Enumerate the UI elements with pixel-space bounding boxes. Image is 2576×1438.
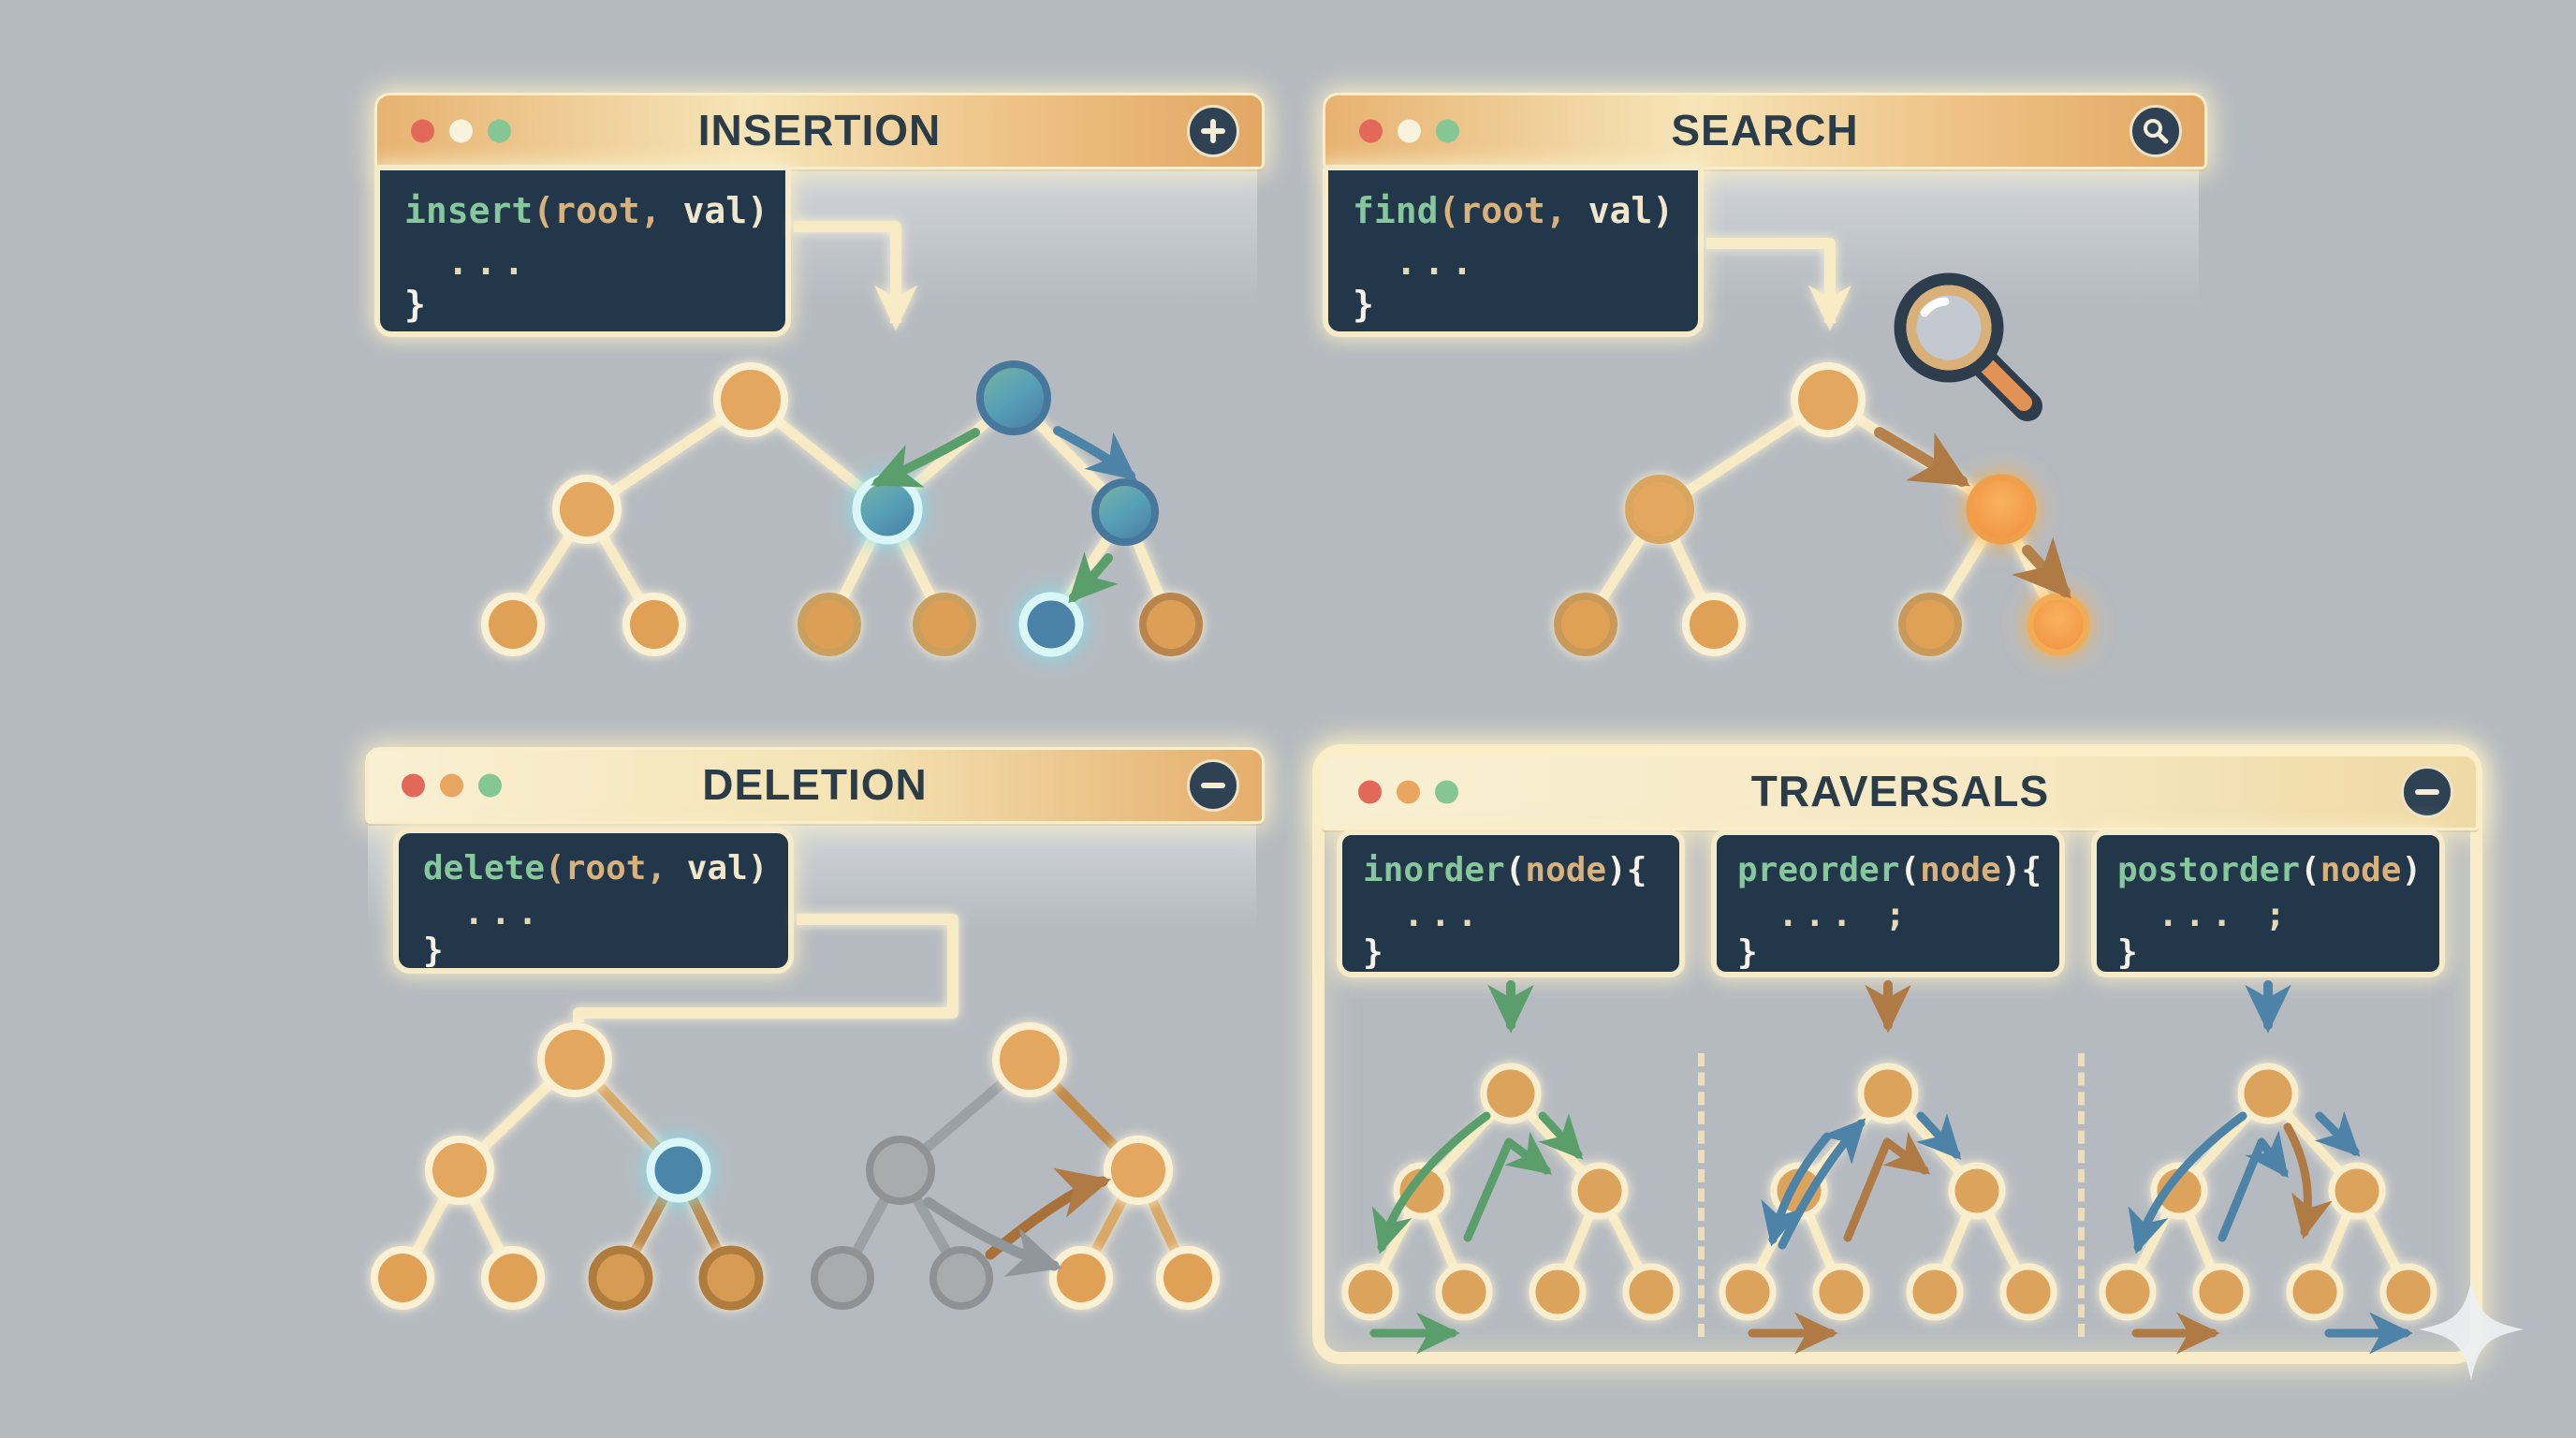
traffic-light-red[interactable] xyxy=(411,119,434,143)
insertion-tree xyxy=(481,360,1203,657)
tree-nodes-blue xyxy=(976,360,1159,546)
code-body: ... xyxy=(463,894,545,932)
panel-title-search: SEARCH xyxy=(1671,105,1859,154)
code-fn: inorder xyxy=(1363,851,1505,889)
code-close: } xyxy=(423,932,444,970)
minus-icon xyxy=(2415,780,2439,804)
panel-title-traversals: TRAVERSALS xyxy=(1750,766,2050,815)
traffic-light-green[interactable] xyxy=(1436,119,1459,143)
restructure-arrows xyxy=(923,1167,1112,1277)
traffic-light-cream[interactable] xyxy=(1398,119,1421,143)
tree-nodes-orange xyxy=(1554,362,1962,656)
traversal-divider xyxy=(1698,1053,1705,1337)
traffic-light-green[interactable] xyxy=(1435,780,1458,804)
traffic-light-orange[interactable] xyxy=(440,773,463,798)
code-block-inorder: inorder(node){ ... } xyxy=(1337,829,1685,977)
traffic-light-dots xyxy=(1358,780,1458,804)
code-block-deletion: delete(root, val) ... } xyxy=(393,828,794,974)
code-block-search: find(root, val) ... } xyxy=(1323,165,1704,337)
code-block-preorder: preorder(node){ ... ; } xyxy=(1711,829,2065,977)
tree-node-to-delete xyxy=(646,1137,711,1203)
code-close: } xyxy=(1363,933,1383,972)
traversals-window: TRAVERSALS xyxy=(1312,744,2482,1364)
tree-nodes-found xyxy=(1966,474,2090,656)
traffic-light-orange[interactable] xyxy=(1397,780,1420,804)
traffic-light-red[interactable] xyxy=(402,773,425,798)
code-close: } xyxy=(1353,284,1374,325)
code-paren: ( xyxy=(1504,851,1526,889)
tree-nodes-gray xyxy=(811,1136,993,1310)
deletion-titlebar: DELETION xyxy=(365,747,1265,824)
deletion-tree-after xyxy=(811,1022,1220,1310)
code-tail: ) xyxy=(2401,851,2422,889)
code-body: ... ; xyxy=(1778,896,1912,934)
search-path-arrows xyxy=(1874,427,2071,599)
code-args2: val) xyxy=(661,190,768,231)
traffic-light-green[interactable] xyxy=(488,119,511,143)
tree-edges xyxy=(1580,394,2064,630)
code-close: } xyxy=(404,284,426,325)
search-icon xyxy=(2144,119,2169,144)
code-paren: ( xyxy=(1899,851,1921,889)
tree-edges xyxy=(837,1054,1193,1284)
code-paren: ( xyxy=(2300,851,2320,889)
tree-nodes-highlighted xyxy=(852,474,1084,657)
code-args: (root, xyxy=(545,849,667,888)
minus-button[interactable] xyxy=(1187,759,1239,812)
traffic-light-dots xyxy=(402,773,502,798)
panel-title-deletion: DELETION xyxy=(702,759,928,809)
code-body: ... xyxy=(1403,896,1485,934)
insertion-titlebar: INSERTION xyxy=(374,93,1265,169)
plus-button[interactable] xyxy=(1187,105,1239,157)
traversal-divider xyxy=(2078,1053,2085,1337)
code-arg: node xyxy=(2320,851,2402,889)
code-block-insertion: insert(root, val) ... } xyxy=(374,165,791,337)
traffic-light-cream[interactable] xyxy=(449,119,473,143)
code-tail: ){ xyxy=(2000,851,2042,889)
code-close: } xyxy=(1737,933,1758,972)
code-fn: postorder xyxy=(2117,851,2301,889)
tree-edges xyxy=(397,1054,737,1284)
traffic-light-dots xyxy=(1359,119,1459,143)
traversals-titlebar: TRAVERSALS xyxy=(1322,754,2479,830)
tree-nodes-orange xyxy=(481,362,1203,656)
traffic-light-red[interactable] xyxy=(1358,780,1382,804)
minus-icon xyxy=(1201,773,1225,798)
code-fn: find xyxy=(1353,190,1439,231)
traffic-light-green[interactable] xyxy=(478,773,502,798)
code-tail: ){ xyxy=(1606,851,1647,889)
plus-icon xyxy=(1201,119,1225,143)
search-button[interactable] xyxy=(2130,105,2182,157)
traffic-light-red[interactable] xyxy=(1359,119,1383,143)
code-arg: node xyxy=(1525,851,1607,889)
tree-edges xyxy=(507,392,1177,630)
code-fn: preorder xyxy=(1737,851,1900,889)
traffic-light-dots xyxy=(411,119,511,143)
search-titlebar: SEARCH xyxy=(1323,93,2207,169)
code-close: } xyxy=(2117,933,2138,972)
tree-nodes-orange xyxy=(992,1022,1220,1310)
code-arg: node xyxy=(1920,851,2001,889)
insertion-path-arrows xyxy=(871,426,1137,604)
code-args2: val) xyxy=(666,849,768,888)
panel-title-insertion: INSERTION xyxy=(697,105,942,154)
code-args: (root, xyxy=(1438,190,1567,231)
code-block-postorder: postorder(node) ... ; } xyxy=(2091,829,2445,977)
tree-nodes-orange xyxy=(371,1022,764,1311)
code-args2: val) xyxy=(1566,190,1675,231)
code-body: ... ; xyxy=(2158,896,2292,934)
code-body: ... xyxy=(446,242,532,283)
code-body: ... xyxy=(1395,242,1480,283)
code-fn: insert xyxy=(404,190,534,231)
code-args: (root, xyxy=(533,190,662,231)
code-fn: delete xyxy=(423,849,546,888)
minus-button[interactable] xyxy=(2401,766,2453,818)
deletion-tree-before xyxy=(371,1022,764,1311)
